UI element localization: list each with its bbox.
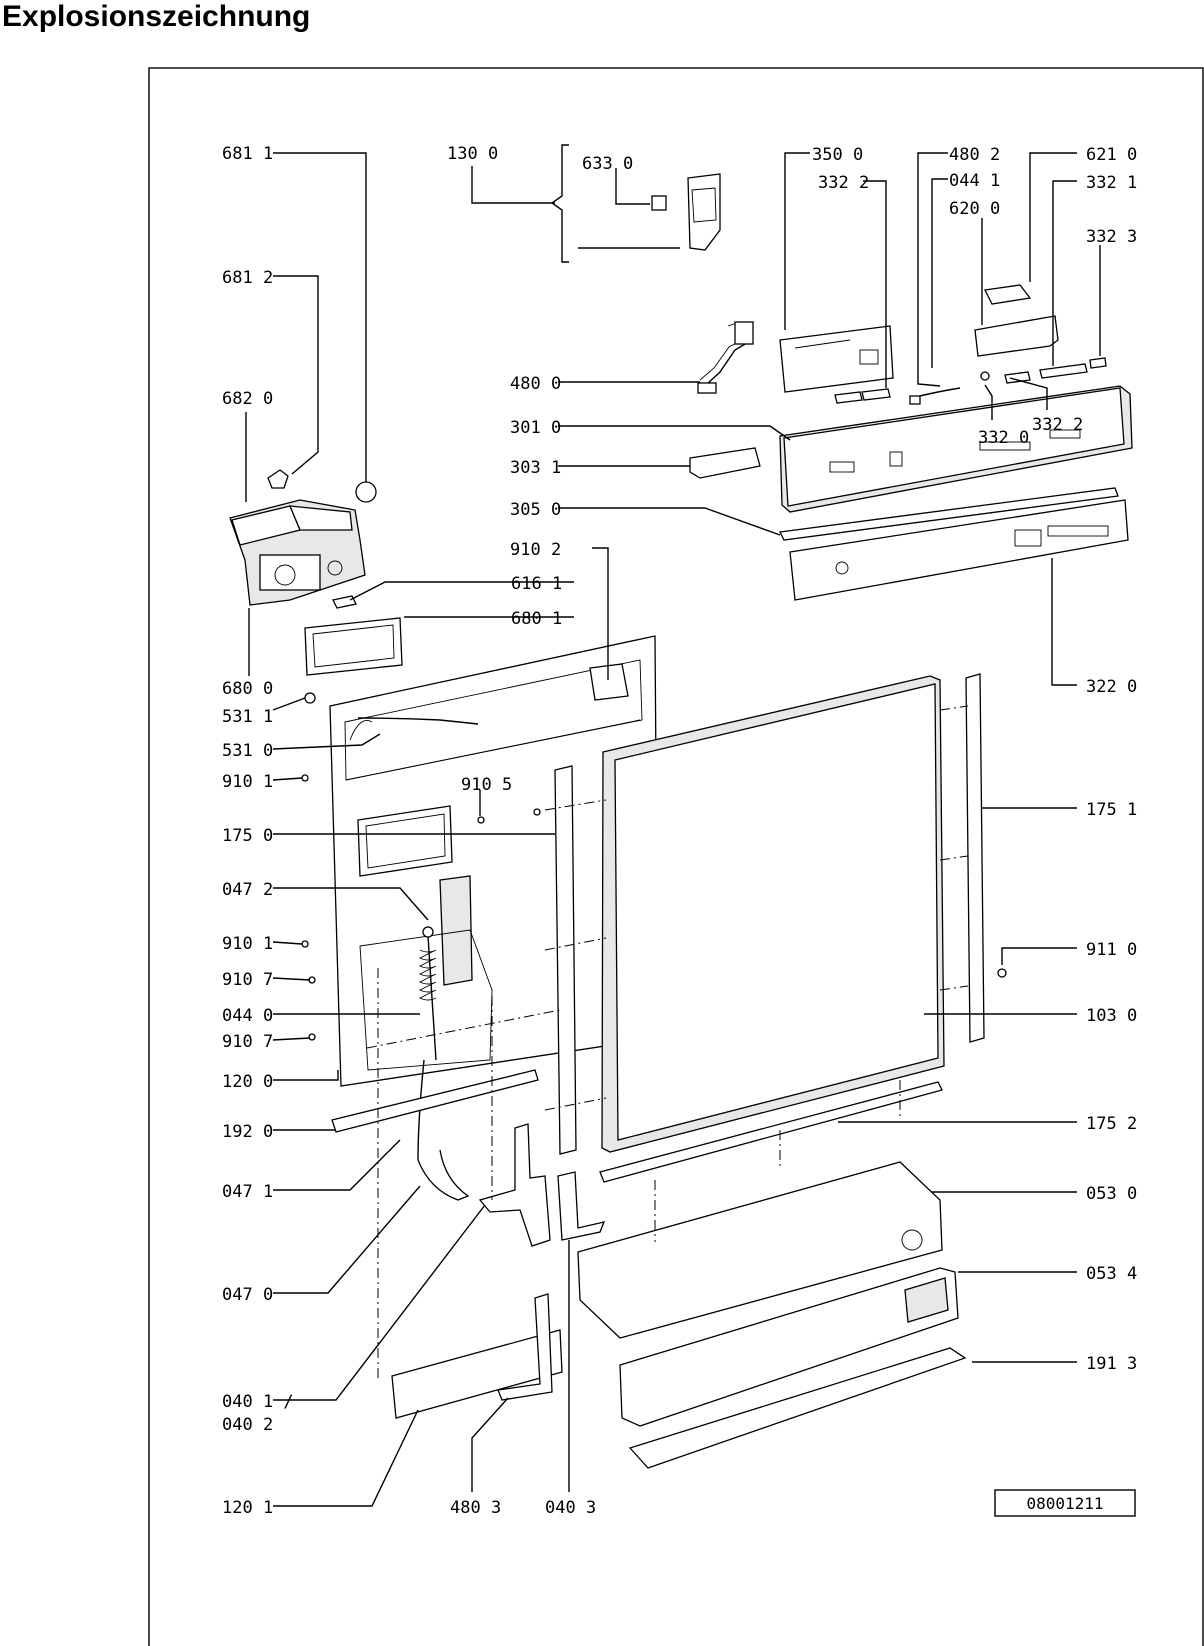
callout-044-1: 044 1 (949, 171, 1000, 191)
callout-910-7: 910 7 (222, 970, 273, 990)
callout-053-0: 053 0 (1086, 1184, 1137, 1204)
callout-303-1: 303 1 (510, 458, 561, 478)
callout-120-1: 120 1 (222, 1498, 273, 1518)
callout-531-1: 531 1 (222, 707, 273, 727)
callout-047-2: 047 2 (222, 880, 273, 900)
callout-633-0: 633 0 (582, 154, 633, 174)
callout-301-0: 301 0 (510, 418, 561, 438)
callout-175-0: 175 0 (222, 826, 273, 846)
page-title: Explosionszeichnung (2, 0, 311, 33)
callout-620-0: 620 0 (949, 199, 1000, 219)
diagram-frame (148, 67, 1204, 1646)
leader-lines (245, 144, 1101, 1507)
document-number: 08001211 (1026, 1494, 1103, 1513)
callout-120-0: 120 0 (222, 1072, 273, 1092)
callout-332-1: 332 1 (1086, 173, 1137, 193)
callout-192-0: 192 0 (222, 1122, 273, 1142)
callout-332-0: 332 0 (978, 428, 1029, 448)
callout-175-1: 175 1 (1086, 800, 1137, 820)
callout-191-3: 191 3 (1086, 1354, 1137, 1374)
callout-332-2: 332 2 (818, 173, 869, 193)
callout-053-4: 053 4 (1086, 1264, 1137, 1284)
callout-103-0: 103 0 (1086, 1006, 1137, 1026)
callout-680-0: 680 0 (222, 679, 273, 699)
callout-680-1: 680 1 (511, 609, 562, 629)
callout-305-0: 305 0 (510, 500, 561, 520)
callout-040-2: 040 2 (222, 1415, 273, 1435)
callout-910-2: 910 2 (510, 540, 561, 560)
callout-911-0: 911 0 (1086, 940, 1137, 960)
callout-480-3: 480 3 (450, 1498, 501, 1518)
callout-616-1: 616 1 (511, 574, 562, 594)
parts-artwork (229, 173, 1133, 1469)
callout-531-0: 531 0 (222, 741, 273, 761)
callout-910-5: 910 5 (461, 775, 512, 795)
callout-681-1: 681 1 (222, 144, 273, 164)
callout-044-0: 044 0 (222, 1006, 273, 1026)
callout-322-0: 322 0 (1086, 677, 1137, 697)
callout-labels: 681 1 681 2 682 0 680 0 531 1 531 0 910 … (222, 144, 1137, 1518)
callout-130-0: 130 0 (447, 144, 498, 164)
callout-047-1: 047 1 (222, 1182, 273, 1202)
callout-040-1: 040 1 / (222, 1392, 294, 1412)
callout-047-0: 047 0 (222, 1285, 273, 1305)
callout-175-2: 175 2 (1086, 1114, 1137, 1134)
callout-682-0: 682 0 (222, 389, 273, 409)
callout-350-0: 350 0 (812, 145, 863, 165)
callout-040-3: 040 3 (545, 1498, 596, 1518)
callout-910-7-lower: 910 7 (222, 1032, 273, 1052)
callout-332-2-lower: 332 2 (1032, 415, 1083, 435)
callout-681-2: 681 2 (222, 268, 273, 288)
callout-332-3: 332 3 (1086, 227, 1137, 247)
callout-910-1: 910 1 (222, 772, 273, 792)
callout-910-1-lower: 910 1 (222, 934, 273, 954)
callout-621-0: 621 0 (1086, 145, 1137, 165)
document-number-box: 08001211 (994, 1489, 1136, 1517)
callout-480-0: 480 0 (510, 374, 561, 394)
callout-480-2: 480 2 (949, 145, 1000, 165)
